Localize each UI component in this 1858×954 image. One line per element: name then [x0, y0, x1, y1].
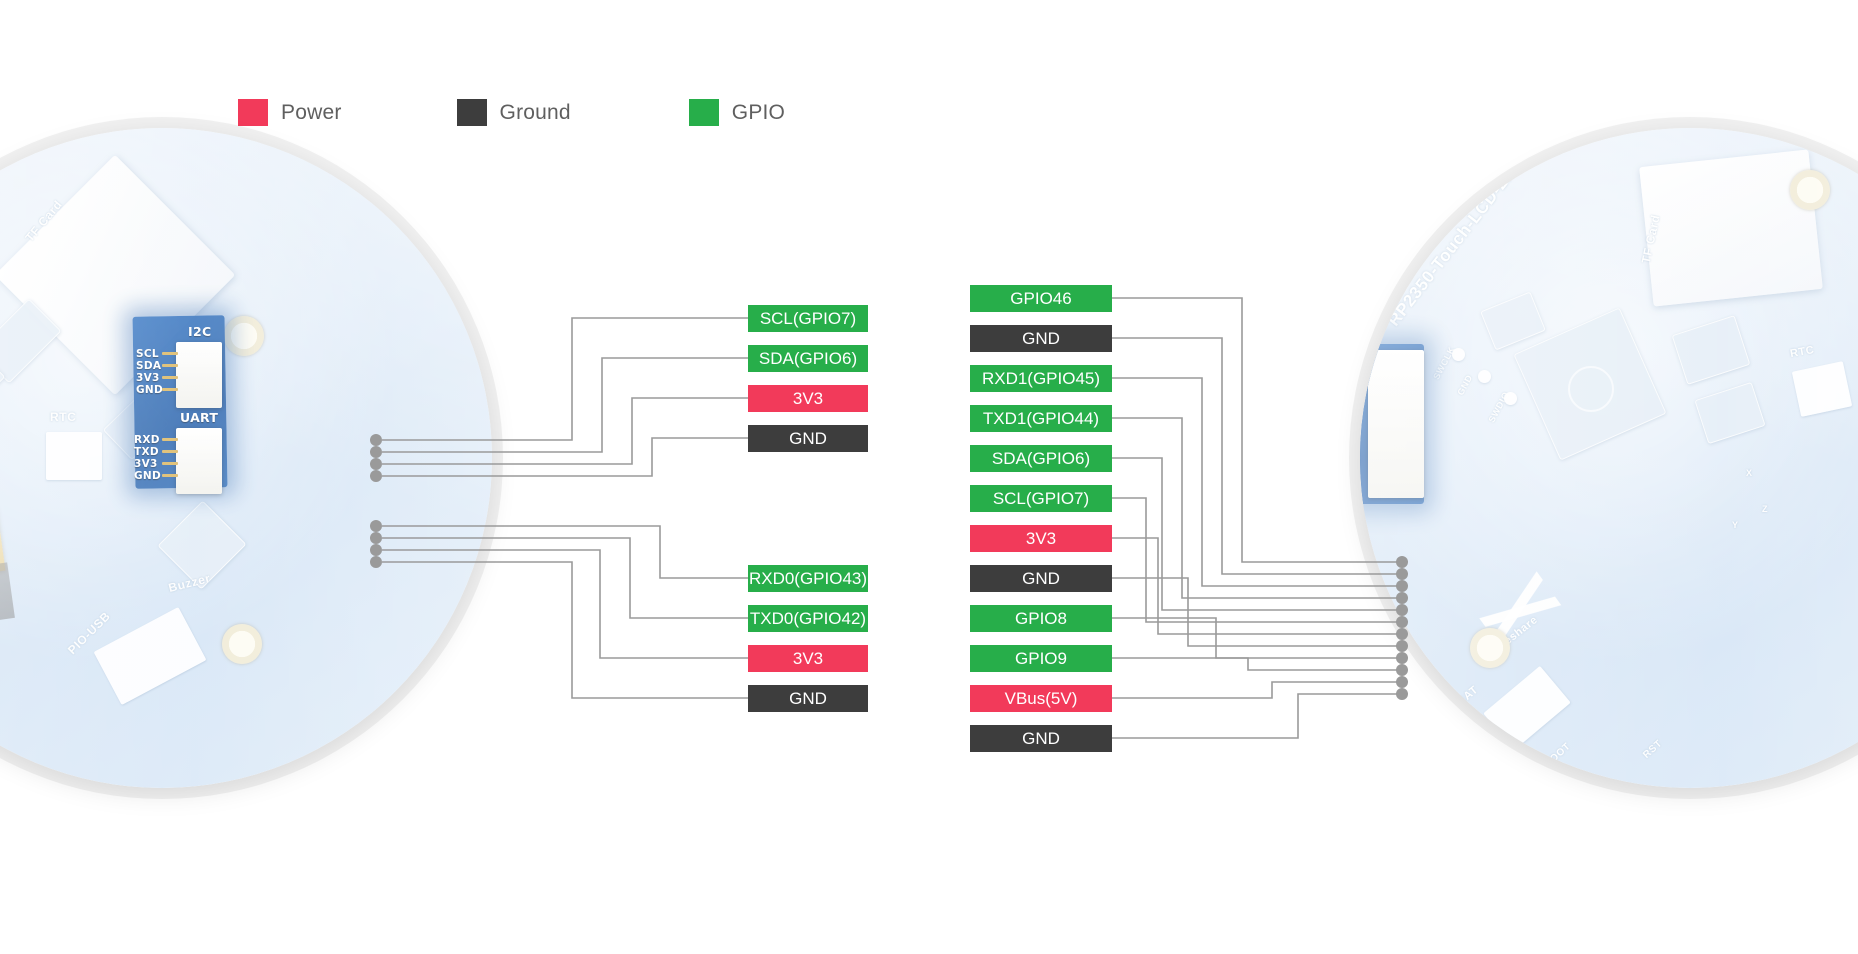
pin-label-i2c-1: SDA(GPIO6) [748, 345, 868, 372]
uart-pin-3v3: 3V3 [134, 458, 158, 470]
uart-pin-gnd: GND [134, 470, 161, 482]
pin-label-uart-2: 3V3 [748, 645, 868, 672]
right-pin-label-2: RXD1(GPIO45) [970, 365, 1112, 392]
left-board-photo: RP2350B0A4 TF Card RTC X Y Z Buzzer PIO [0, 128, 492, 788]
pin-label-i2c-0: SCL(GPIO7) [748, 305, 868, 332]
uart-connector-title: UART [180, 410, 218, 425]
legend: Power Ground GPIO [238, 99, 785, 126]
legend-label-gpio: GPIO [731, 100, 786, 124]
power-color-swatch [238, 99, 268, 126]
i2c-pin-gnd: GND [136, 384, 163, 396]
pin-label-i2c-2: 3V3 [748, 385, 868, 412]
i2c-pin-scl: SCL [136, 348, 159, 360]
right-pin-label-8: GPIO8 [970, 605, 1112, 632]
right-wire-group [1112, 297, 1400, 739]
right-pin-label-4: SDA(GPIO6) [970, 445, 1112, 472]
right-pin-label-10: VBus(5V) [970, 685, 1112, 712]
legend-item-ground: Ground [456, 99, 571, 126]
right-pin-label-6: 3V3 [970, 525, 1112, 552]
pin-label-uart-1: TXD0(GPIO42) [748, 605, 868, 632]
uart-pin-txd: TXD [134, 446, 159, 458]
gpio-color-swatch [688, 99, 719, 126]
right-pin-label-0: GPIO46 [970, 285, 1112, 312]
ground-color-swatch [456, 99, 487, 126]
i2c-pin-3v3: 3V3 [136, 372, 160, 384]
right-pin-label-11: GND [970, 725, 1112, 752]
i2c-pin-sda: SDA [136, 360, 161, 372]
pin-label-uart-3: GND [748, 685, 868, 712]
pin-label-i2c-3: GND [748, 425, 868, 452]
right-board-photo: RP2350-Touch-LCD-2.1 TF Card RTC SWCLK G… [1360, 128, 1858, 788]
right-pin-label-1: GND [970, 325, 1112, 352]
legend-item-gpio: GPIO [688, 99, 786, 126]
right-pin-label-3: TXD1(GPIO44) [970, 405, 1112, 432]
uart-pin-rxd: RXD [134, 434, 160, 446]
connector-pin-dots [370, 434, 1408, 700]
right-pin-label-5: SCL(GPIO7) [970, 485, 1112, 512]
right-pin-label-7: GND [970, 565, 1112, 592]
pin-label-uart-0: RXD0(GPIO43) [748, 565, 868, 592]
legend-item-power: Power [238, 99, 342, 126]
right-pin-label-9: GPIO9 [970, 645, 1112, 672]
legend-label-power: Power [281, 100, 342, 124]
i2c-connector-title: I2C [188, 324, 211, 339]
legend-label-ground: Ground [499, 100, 571, 124]
